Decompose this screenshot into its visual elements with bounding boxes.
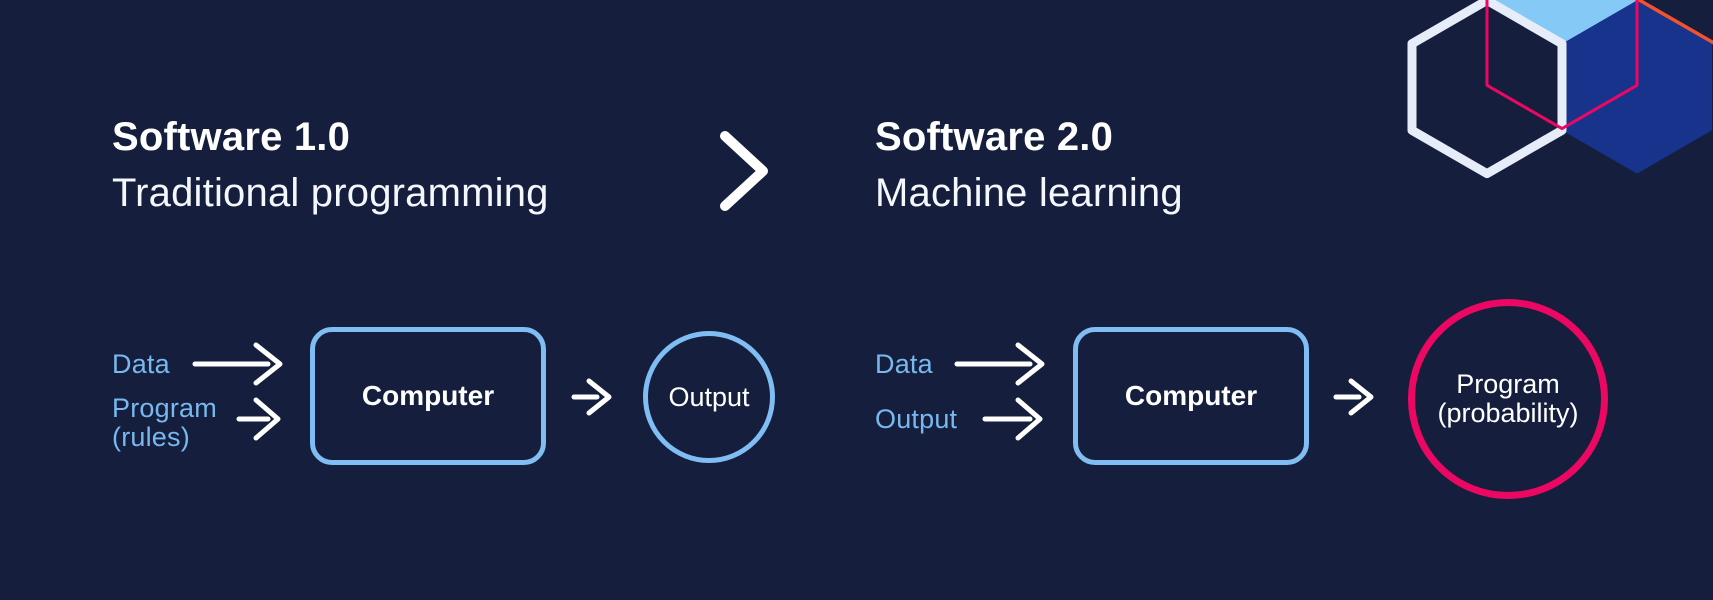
right-computer-label: Computer [1124, 380, 1258, 411]
right-program-circle: Program (probability) [1408, 299, 1608, 499]
left-computer-box: Computer [310, 327, 546, 465]
right-program-label-line1: Program [1456, 369, 1560, 399]
right-computer-box: Computer [1073, 327, 1309, 465]
arrow-right-icon [954, 342, 1045, 386]
left-output-label: Output [668, 381, 750, 412]
software-2-subtitle: Machine learning [875, 171, 1183, 215]
software-1-title-block: Software 1.0 Traditional programming [112, 114, 549, 216]
chevron-right-icon [720, 131, 768, 211]
arrow-right-icon [571, 378, 612, 416]
right-program-label-line2: (probability) [1437, 398, 1579, 428]
hexagon-outline-pink-icon [1485, 0, 1639, 131]
right-input-output-label: Output [875, 404, 958, 434]
software-1-title: Software 1.0 [112, 115, 351, 159]
left-input-program-label: Program (rules) [112, 394, 217, 452]
software-2-title-block: Software 2.0 Machine learning [875, 114, 1183, 216]
left-input-program-line2: (rules) [112, 422, 190, 452]
right-input-data-label: Data [875, 349, 933, 379]
software-1-subtitle: Traditional programming [112, 171, 549, 215]
left-computer-label: Computer [361, 380, 495, 411]
arrow-right-icon [192, 342, 283, 386]
hexagon-filled-sky-icon [1487, 0, 1637, 46]
left-input-data-label: Data [112, 349, 170, 379]
left-input-program-line1: Program [112, 393, 217, 423]
software-2-title: Software 2.0 [875, 115, 1114, 159]
arrow-right-icon [1333, 378, 1374, 416]
arrow-right-icon [982, 397, 1043, 441]
hexagon-edge-orange-icon [1635, 0, 1713, 45]
hexagon-decoration [1407, 0, 1713, 179]
arrow-right-icon [236, 397, 281, 441]
left-output-circle: Output [643, 331, 775, 463]
hexagon-outline-white-icon [1407, 0, 1567, 179]
